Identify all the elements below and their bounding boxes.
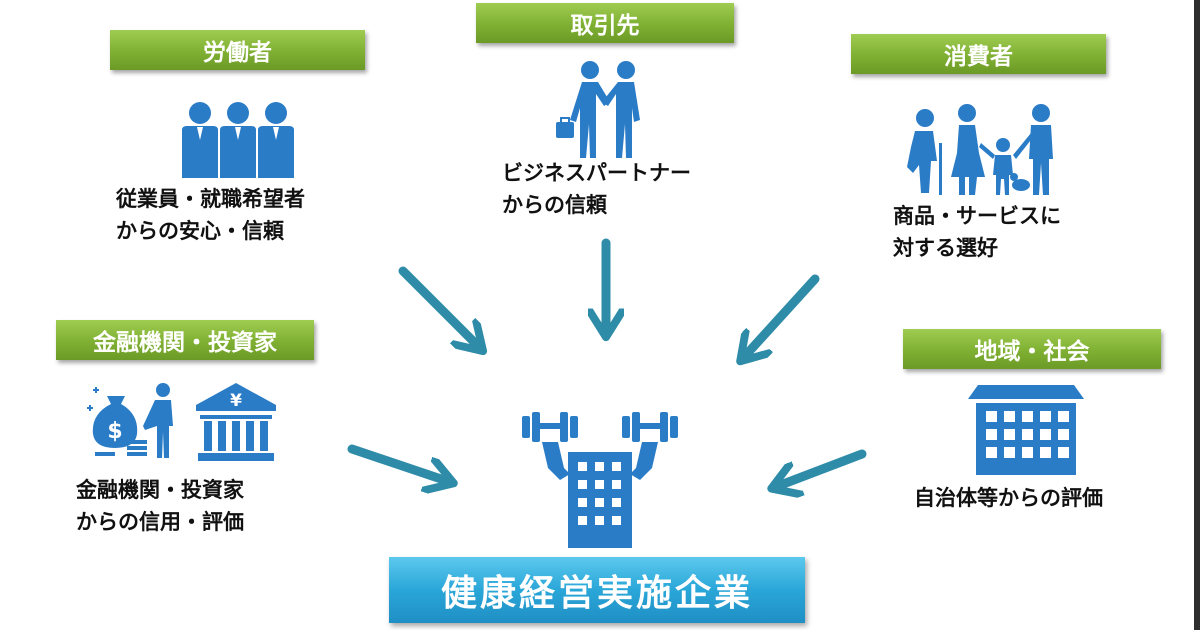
svg-text:$: $ <box>107 419 122 444</box>
arrow-community <box>778 449 867 486</box>
desc-finance-line2: からの信用・評価 <box>76 510 244 534</box>
moneybag-investor-icon: $ <box>87 383 173 458</box>
desc-consumers: 商品・サービスに 対する選好 <box>893 200 1061 264</box>
desc-community-line1: 自治体等からの評価 <box>914 486 1103 510</box>
arrow-finance <box>347 444 447 481</box>
center-title: 健康経営実施企業 <box>389 557 805 623</box>
desc-partners-line1: ビジネスパートナー <box>502 161 691 185</box>
desc-workers-line2: からの安心・信頼 <box>116 219 284 243</box>
svg-text:¥: ¥ <box>230 391 242 411</box>
building-icon <box>968 385 1084 475</box>
desc-partners: ビジネスパートナー からの信頼 <box>502 157 691 221</box>
bank-icon: ¥ <box>196 383 276 461</box>
desc-consumers-line2: 対する選好 <box>893 236 998 260</box>
workers-icon <box>182 102 294 178</box>
desc-workers-line1: 従業員・就職希望者 <box>116 187 305 211</box>
label-finance: 金融機関・投資家 <box>56 320 314 360</box>
label-consumers: 消費者 <box>851 34 1106 74</box>
arrow-consumers <box>745 274 820 356</box>
family-icon <box>907 104 1053 195</box>
desc-workers: 従業員・就職希望者 からの安心・信頼 <box>116 183 305 247</box>
label-partners: 取引先 <box>476 3 734 43</box>
arrow-workers <box>398 266 478 346</box>
desc-community: 自治体等からの評価 <box>914 482 1103 514</box>
desc-finance: 金融機関・投資家 からの信用・評価 <box>76 474 244 538</box>
desc-partners-line2: からの信頼 <box>502 193 607 217</box>
desc-finance-line1: 金融機関・投資家 <box>76 478 244 502</box>
label-community: 地域・社会 <box>903 329 1161 369</box>
window-edge <box>1194 0 1200 630</box>
handshake-icon <box>556 61 640 158</box>
desc-consumers-line1: 商品・サービスに <box>893 204 1061 228</box>
label-workers: 労働者 <box>110 30 365 70</box>
strong-building-icon <box>522 412 678 548</box>
